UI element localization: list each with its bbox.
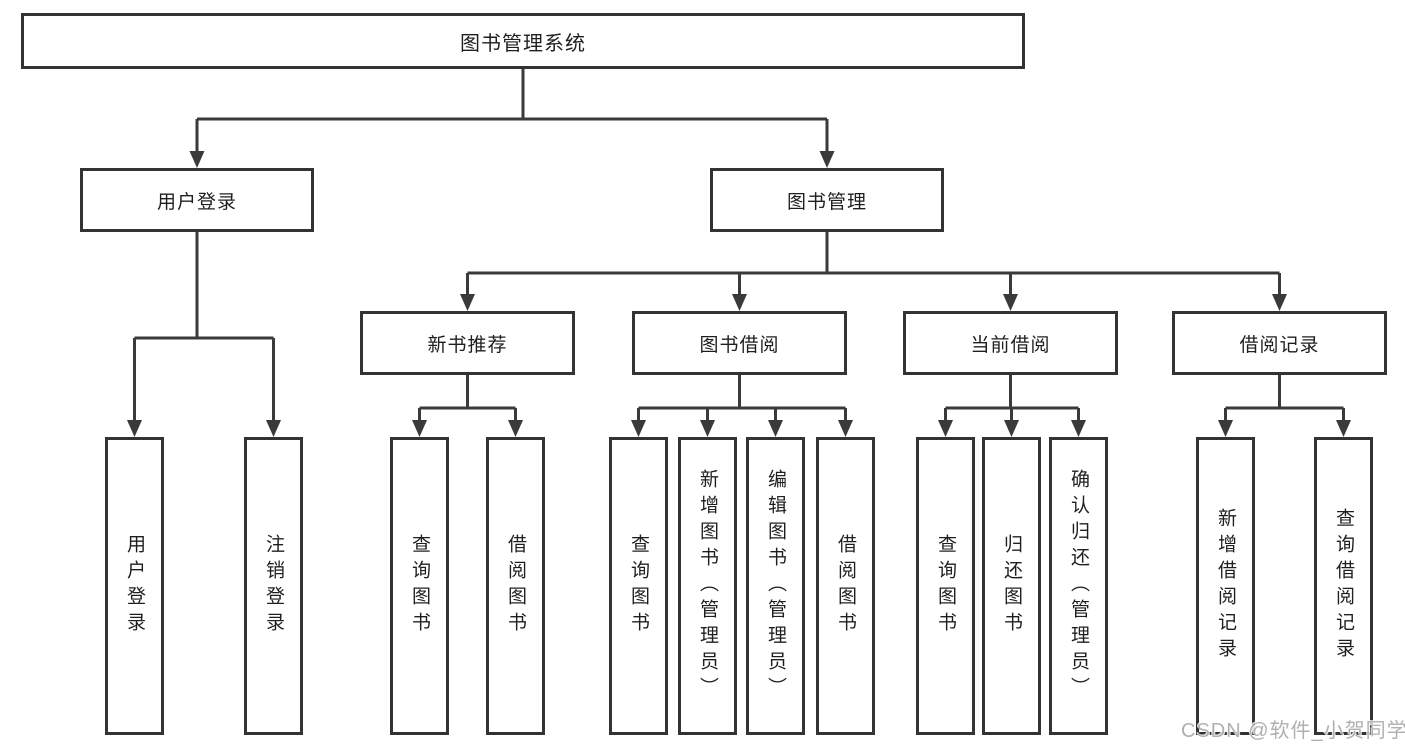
leaf-borrow-books: 借阅图书 <box>816 437 875 735</box>
leaf-label: 编辑图书（管理员） <box>765 469 786 703</box>
node-label: 图书借阅 <box>699 334 780 356</box>
leaf-label: 归还图书 <box>1001 534 1022 638</box>
leaf-add-book-admin: 新增图书（管理员） <box>678 437 737 735</box>
leaf-query-books-current: 查询图书 <box>916 437 975 735</box>
node-new-book-recommend: 新书推荐 <box>360 311 575 375</box>
leaf-label: 查询图书 <box>628 534 649 638</box>
node-book-management: 图书管理 <box>710 168 944 232</box>
leaf-logout: 注销登录 <box>244 437 303 735</box>
node-label: 当前借阅 <box>970 334 1051 356</box>
leaf-label: 借阅图书 <box>505 534 526 638</box>
leaf-query-books-recommend: 查询图书 <box>390 437 449 735</box>
leaf-label: 查询图书 <box>409 534 430 638</box>
node-user-login: 用户登录 <box>80 168 314 232</box>
leaf-label: 借阅图书 <box>835 534 856 638</box>
leaf-label: 新增图书（管理员） <box>697 469 718 703</box>
node-label: 用户登录 <box>156 191 237 213</box>
leaf-confirm-return-admin: 确认归还（管理员） <box>1049 437 1108 735</box>
leaf-label: 注销登录 <box>263 534 284 638</box>
node-label: 图书管理系统 <box>460 32 586 55</box>
leaf-query-books-borrow: 查询图书 <box>609 437 668 735</box>
leaf-edit-book-admin: 编辑图书（管理员） <box>746 437 805 735</box>
leaf-query-borrow-record: 查询借阅记录 <box>1314 437 1373 735</box>
leaf-label: 确认归还（管理员） <box>1068 469 1089 703</box>
leaf-label: 用户登录 <box>124 534 145 638</box>
csdn-watermark: CSDN @软件_小贺同学 <box>1181 720 1405 742</box>
leaf-label: 查询图书 <box>935 534 956 638</box>
node-label: 图书管理 <box>786 191 867 213</box>
node-book-borrowing: 图书借阅 <box>632 311 847 375</box>
node-current-borrowing: 当前借阅 <box>903 311 1118 375</box>
leaf-label: 新增借阅记录 <box>1215 508 1236 664</box>
node-label: 借阅记录 <box>1239 334 1320 356</box>
leaf-user-login: 用户登录 <box>105 437 164 735</box>
leaf-return-book: 归还图书 <box>982 437 1041 735</box>
node-label: 新书推荐 <box>427 334 508 356</box>
leaf-borrow-books-recommend: 借阅图书 <box>486 437 545 735</box>
leaf-label: 查询借阅记录 <box>1333 508 1354 664</box>
node-library-management-system: 图书管理系统 <box>21 13 1025 69</box>
leaf-add-borrow-record: 新增借阅记录 <box>1196 437 1255 735</box>
node-borrowing-records: 借阅记录 <box>1172 311 1387 375</box>
